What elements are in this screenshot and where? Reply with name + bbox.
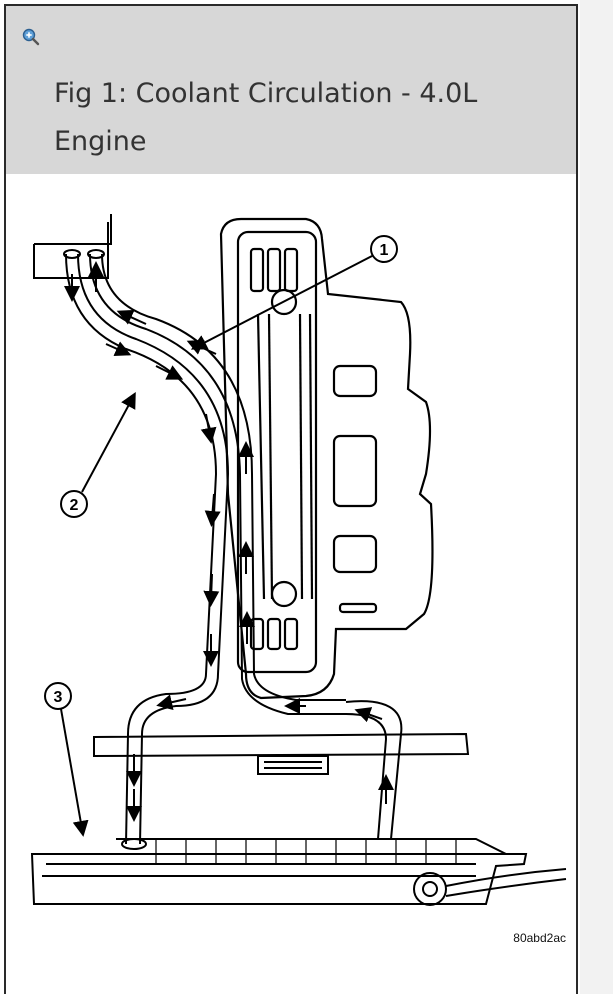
heater-core-box [33,214,112,279]
engine-mount [93,732,470,775]
callout-3: 3 [44,682,89,837]
coolant-diagram[interactable]: 1 2 3 80abd2ac [6,174,580,996]
svg-text:2: 2 [70,497,79,514]
callout-2: 2 [60,391,136,518]
callout-1: 1 [190,235,398,350]
page-side-strip [580,0,613,994]
image-code: 80abd2ac [513,931,566,945]
svg-text:1: 1 [380,242,389,259]
figure-title: Fig 1: Coolant Circulation - 4.0L Engine [54,78,478,157]
figure-header: Fig 1: Coolant Circulation - 4.0L Engine [6,6,576,174]
engine-block [219,217,434,700]
flow-arrows [64,261,394,822]
svg-text:3: 3 [54,689,63,706]
zoom-in-icon[interactable] [22,28,40,46]
radiator [30,838,567,906]
figure-frame: Fig 1: Coolant Circulation - 4.0L Engine [4,4,578,994]
